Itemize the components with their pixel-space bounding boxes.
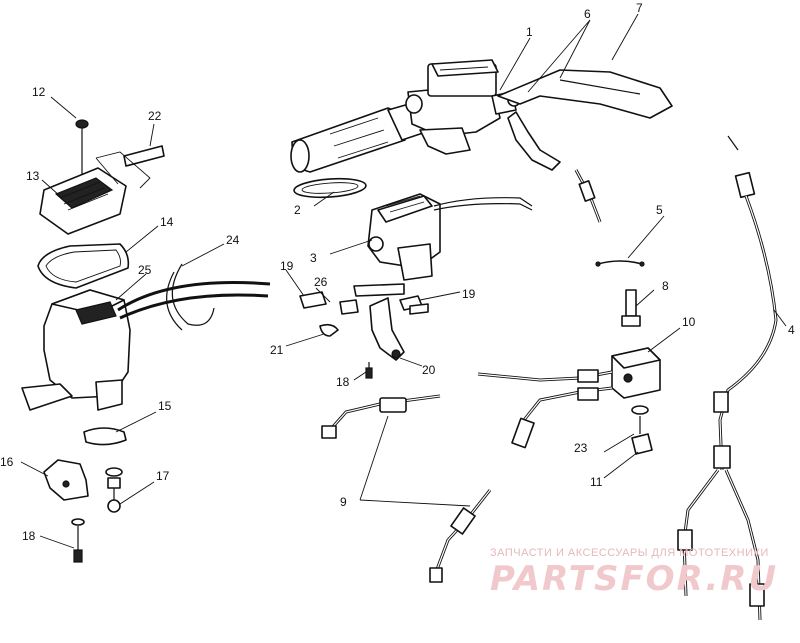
callout-22: 22 xyxy=(148,109,162,123)
callout-labels: 1 2 3 4 5 6 7 8 9 10 11 12 13 14 15 16 1… xyxy=(0,1,795,543)
callout-11: 11 xyxy=(590,475,603,489)
left-control-assembly xyxy=(21,119,271,563)
brake-line-components xyxy=(321,169,661,583)
callout-24: 24 xyxy=(226,233,240,247)
callout-14: 14 xyxy=(160,215,174,229)
watermark: ЗАПЧАСТИ И АКСЕССУАРЫ ДЛЯ МОТОТЕХНИКИ PA… xyxy=(490,547,778,599)
watermark-brand: PARTSFOR.RU xyxy=(490,559,778,599)
callout-5: 5 xyxy=(656,203,663,217)
throttle-housing-assembly xyxy=(299,193,533,379)
callout-4: 4 xyxy=(788,323,795,337)
callout-17: 17 xyxy=(156,469,170,483)
callout-26: 26 xyxy=(314,275,328,289)
leader-lines xyxy=(20,13,787,549)
callout-13: 13 xyxy=(26,169,40,183)
callout-15: 15 xyxy=(158,399,172,413)
callout-18-left: 18 xyxy=(22,529,36,543)
callout-20: 20 xyxy=(422,363,436,377)
callout-8: 8 xyxy=(662,279,669,293)
callout-9: 9 xyxy=(340,495,347,509)
callout-19-left: 19 xyxy=(280,259,294,273)
callout-10: 10 xyxy=(682,315,696,329)
callout-7: 7 xyxy=(636,1,643,15)
handlebar-grip-assembly xyxy=(290,59,673,199)
callout-23: 23 xyxy=(574,441,588,455)
callout-3: 3 xyxy=(310,251,317,265)
callout-18-throttle: 18 xyxy=(336,375,350,389)
watermark-tagline: ЗАПЧАСТИ И АКСЕССУАРЫ ДЛЯ МОТОТЕХНИКИ xyxy=(490,547,769,559)
callout-19-right: 19 xyxy=(462,287,476,301)
callout-21: 21 xyxy=(270,343,284,357)
callout-12: 12 xyxy=(32,85,46,99)
callout-2: 2 xyxy=(294,203,301,217)
callout-25: 25 xyxy=(138,263,152,277)
callout-16: 16 xyxy=(0,455,14,469)
throttle-cable xyxy=(677,135,778,621)
callout-1: 1 xyxy=(526,25,533,39)
callout-6: 6 xyxy=(584,7,591,21)
